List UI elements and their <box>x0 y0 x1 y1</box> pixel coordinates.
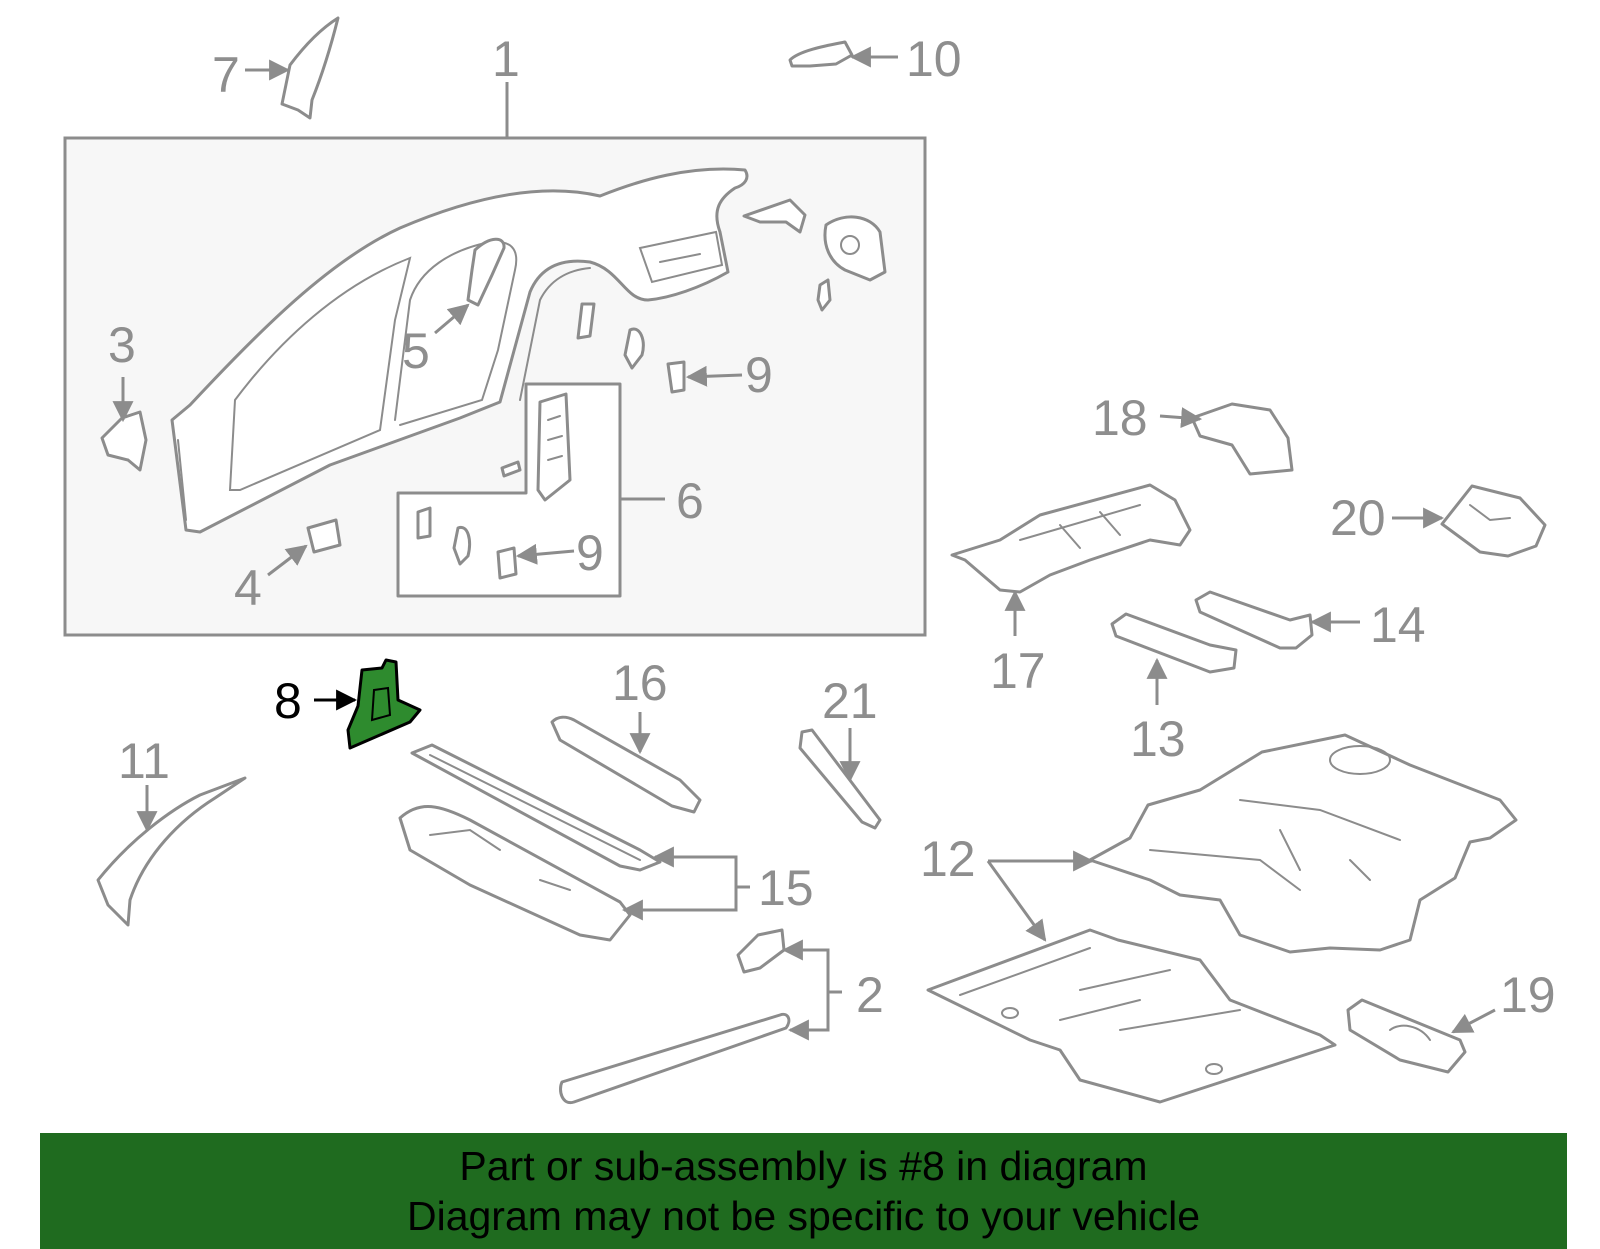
callout-5: 5 <box>402 323 430 379</box>
rail-15-parts <box>398 743 662 942</box>
bracket-19-part <box>1346 998 1467 1074</box>
callout-17: 17 <box>990 643 1046 699</box>
rail-14-part <box>1194 590 1314 650</box>
callout-1: 1 <box>492 31 520 87</box>
callout-10: 10 <box>906 31 962 87</box>
callout-11: 11 <box>118 733 170 789</box>
callout-9b: 9 <box>576 525 604 581</box>
callout-19: 19 <box>1500 967 1556 1023</box>
bracket-20-part <box>1440 484 1547 558</box>
callout-18: 18 <box>1092 390 1148 446</box>
callout-12: 12 <box>920 831 976 887</box>
banner-line-1: Part or sub-assembly is #8 in diagram <box>459 1143 1148 1189</box>
callout-2: 2 <box>856 967 884 1023</box>
callout-8: 8 <box>274 673 302 729</box>
part-8-detail <box>370 686 392 722</box>
crossmember-17-detail <box>1019 504 1141 549</box>
pillar-11-part <box>96 776 247 927</box>
banner-line-2: Diagram may not be specific to your vehi… <box>406 1193 1200 1239</box>
parts-diagram: 1 2 3 4 5 6 7 8 9 9 10 11 12 13 14 15 16… <box>63 16 1556 1105</box>
callout-15: 15 <box>758 860 814 916</box>
leader-2 <box>781 939 830 992</box>
pillar-6-parts <box>416 392 572 580</box>
callout-21: 21 <box>822 673 878 729</box>
floor-pan-12-parts <box>926 733 1518 1104</box>
callout-7: 7 <box>212 47 240 103</box>
pillar-7-part <box>280 16 340 120</box>
body-side-panel-part <box>170 167 749 534</box>
leader-9b <box>515 543 575 565</box>
rail-2-parts <box>559 928 791 1105</box>
bracket-18-part <box>1190 402 1294 476</box>
bracket-21-part <box>798 728 882 830</box>
callout-9a: 9 <box>745 347 773 403</box>
callout-20: 20 <box>1330 490 1386 546</box>
leader-4 <box>267 544 308 577</box>
callout-4: 4 <box>234 560 262 616</box>
reinforcement-5-part <box>466 237 506 307</box>
leader-12b <box>986 860 1047 942</box>
info-banner: Part or sub-assembly is #8 in diagram Di… <box>40 1133 1567 1249</box>
callout-3: 3 <box>108 317 136 373</box>
callout-16: 16 <box>612 655 668 711</box>
inner-bracket-pieces <box>500 198 887 478</box>
leader-15 <box>652 846 738 887</box>
leader-18 <box>1159 407 1203 429</box>
leader-19 <box>1451 1008 1496 1034</box>
leader-9a <box>685 365 743 387</box>
callout-14: 14 <box>1370 597 1426 653</box>
callout-6: 6 <box>676 473 704 529</box>
rail-16-part <box>550 715 702 814</box>
highlighted-part-8 <box>346 658 422 750</box>
bracket-10-part <box>788 40 854 68</box>
callout-13: 13 <box>1130 711 1186 767</box>
rail-13-part <box>1110 612 1238 674</box>
bracket-4-part <box>306 518 342 554</box>
leader-5 <box>434 303 470 335</box>
